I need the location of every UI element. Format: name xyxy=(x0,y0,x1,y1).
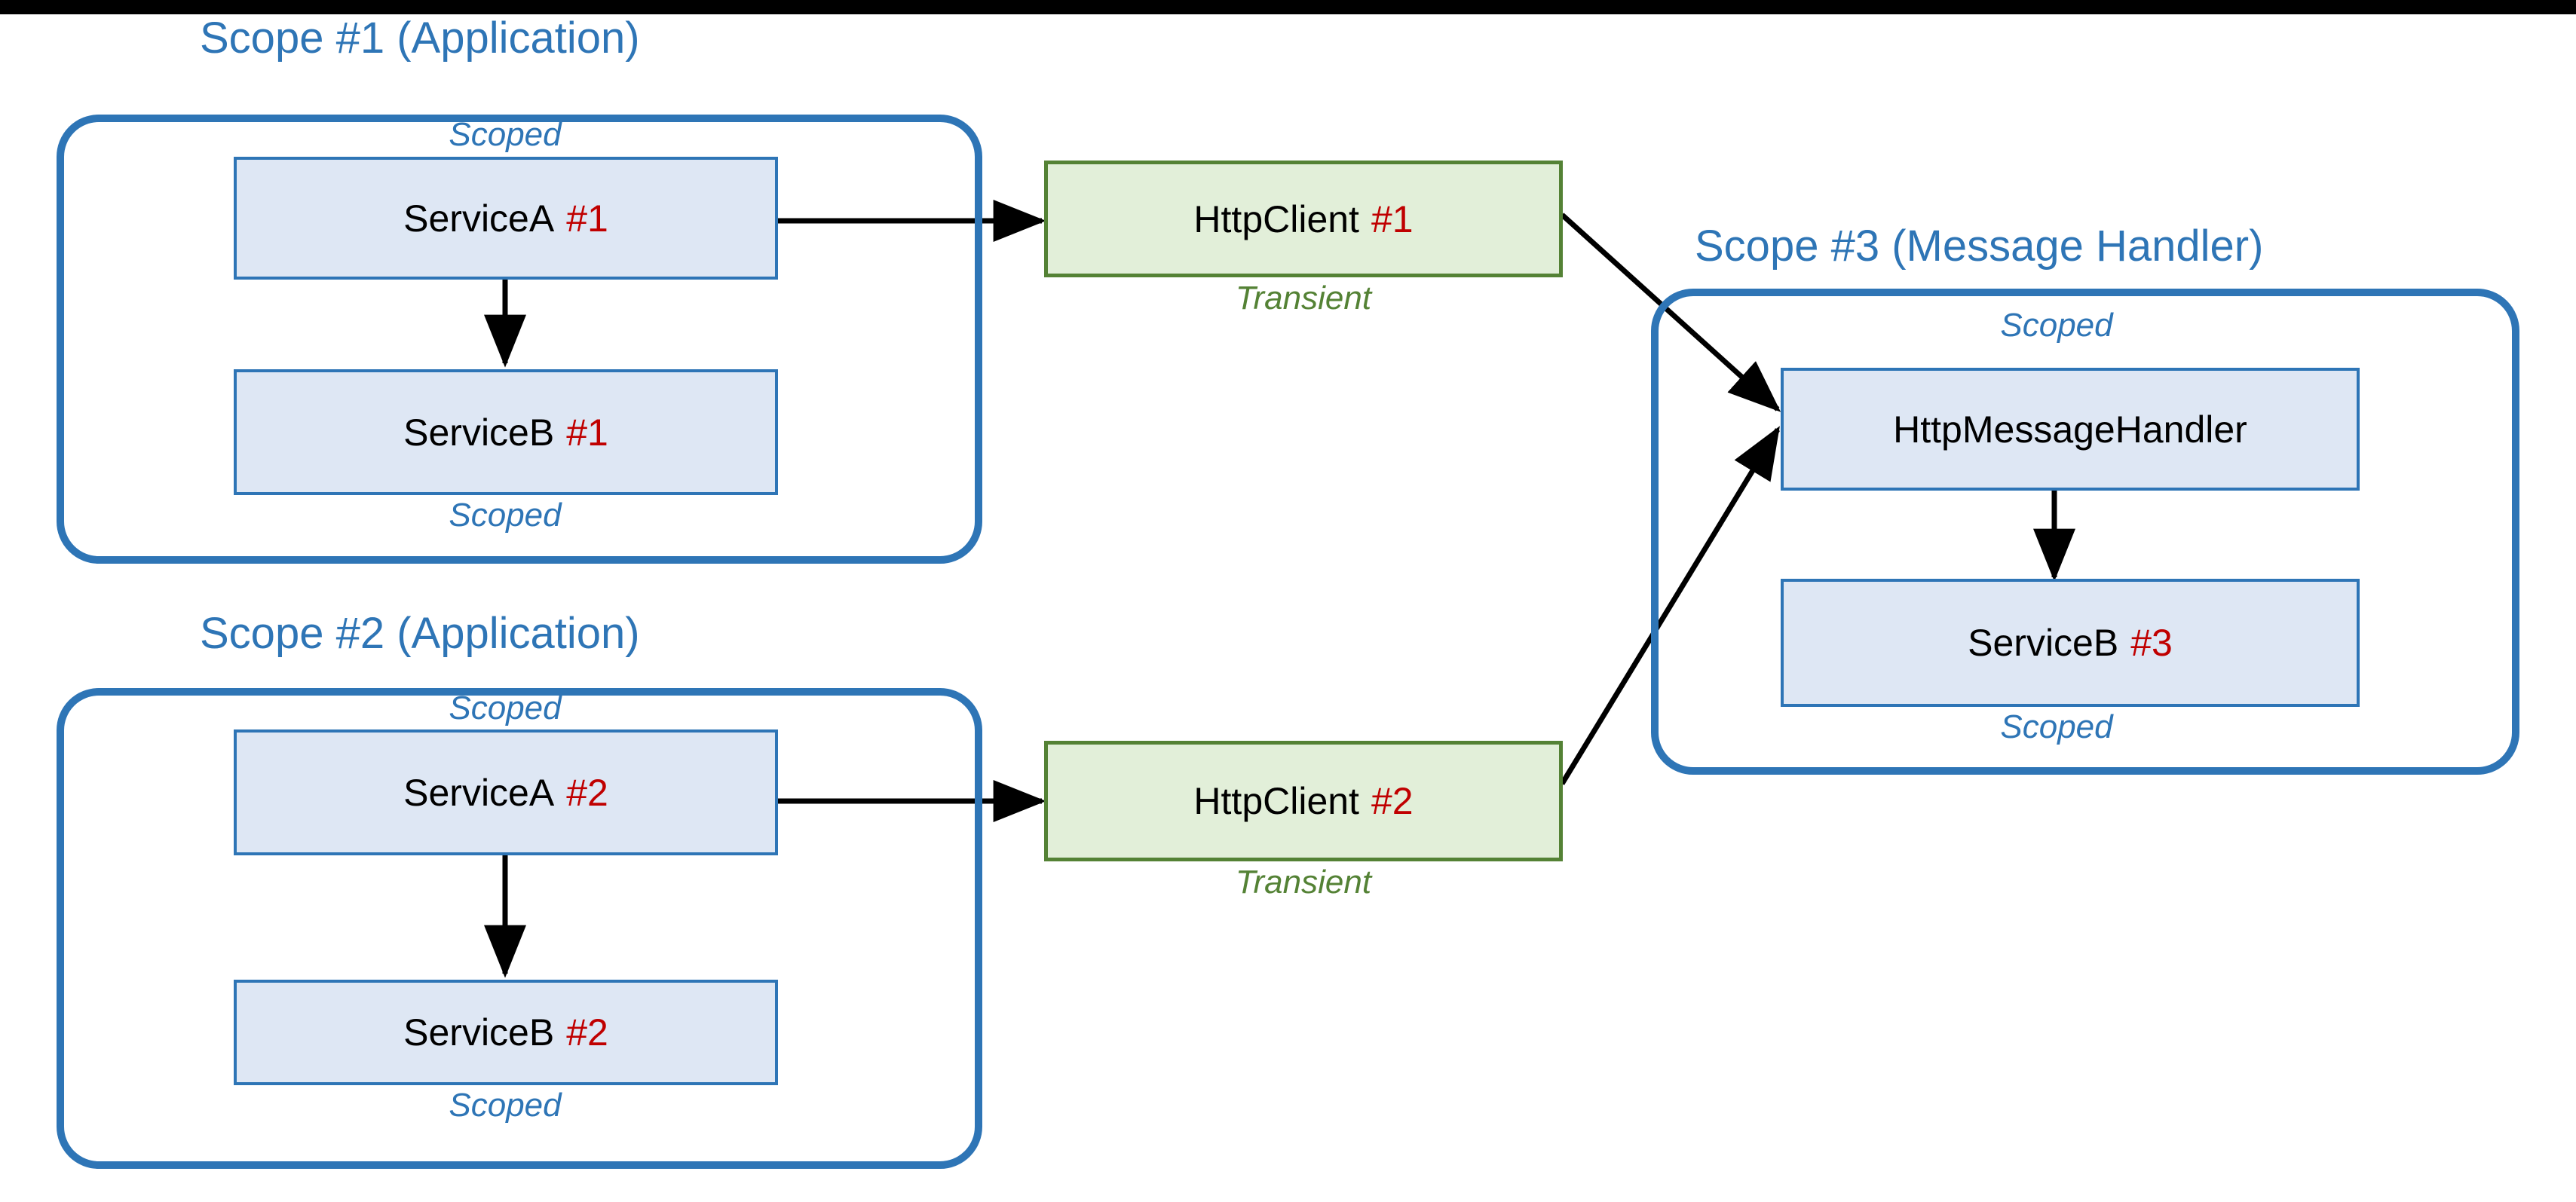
scope-1-title: Scope #1 (Application) xyxy=(200,14,640,63)
scope-3-container xyxy=(1651,289,2519,775)
node-httpmessagehandler[interactable]: HttpMessageHandler xyxy=(1781,368,2360,491)
node-httpmessagehandler-name: HttpMessageHandler xyxy=(1893,408,2247,451)
node-serviceb-3-tag: #3 xyxy=(2130,622,2173,664)
node-httpclient-1-name: HttpClient xyxy=(1193,197,1359,240)
scope-2-container xyxy=(57,688,982,1169)
lifetime-label-scope2-bottom: Scoped xyxy=(449,1087,562,1124)
node-servicea-1-name: ServiceA xyxy=(403,197,555,240)
lifetime-label-scope2-top: Scoped xyxy=(449,690,562,726)
node-serviceb-2-tag: #2 xyxy=(566,1011,608,1054)
node-serviceb-3-name: ServiceB xyxy=(1968,622,2119,664)
lifetime-label-httpclient1: Transient xyxy=(1235,280,1372,317)
top-black-bar xyxy=(0,0,2576,14)
node-httpclient-1-tag: #1 xyxy=(1371,197,1414,240)
scope-2-title: Scope #2 (Application) xyxy=(200,609,640,658)
node-serviceb-2-name: ServiceB xyxy=(403,1011,555,1054)
node-httpclient-1[interactable]: HttpClient #1 xyxy=(1044,161,1563,277)
scope-3-title: Scope #3 (Message Handler) xyxy=(1695,222,2264,271)
node-servicea-2-tag: #2 xyxy=(566,771,608,814)
node-httpclient-2-tag: #2 xyxy=(1371,780,1414,822)
node-serviceb-1[interactable]: ServiceB #1 xyxy=(234,369,778,495)
node-servicea-1[interactable]: ServiceA #1 xyxy=(234,157,778,280)
node-serviceb-1-name: ServiceB xyxy=(403,411,555,454)
node-httpclient-2[interactable]: HttpClient #2 xyxy=(1044,741,1563,861)
node-servicea-1-tag: #1 xyxy=(566,197,608,240)
node-serviceb-1-tag: #1 xyxy=(566,411,608,454)
lifetime-label-scope3-top: Scoped xyxy=(2000,307,2113,344)
node-serviceb-3[interactable]: ServiceB #3 xyxy=(1781,579,2360,707)
lifetime-label-scope1-bottom: Scoped xyxy=(449,497,562,534)
lifetime-label-scope1-top: Scoped xyxy=(449,116,562,153)
node-servicea-2-name: ServiceA xyxy=(403,771,555,814)
scope-1-container xyxy=(57,115,982,564)
node-servicea-2[interactable]: ServiceA #2 xyxy=(234,729,778,855)
lifetime-label-scope3-bottom: Scoped xyxy=(2000,708,2113,745)
lifetime-label-httpclient2: Transient xyxy=(1235,864,1372,901)
node-httpclient-2-name: HttpClient xyxy=(1193,780,1359,822)
node-serviceb-2[interactable]: ServiceB #2 xyxy=(234,980,778,1085)
